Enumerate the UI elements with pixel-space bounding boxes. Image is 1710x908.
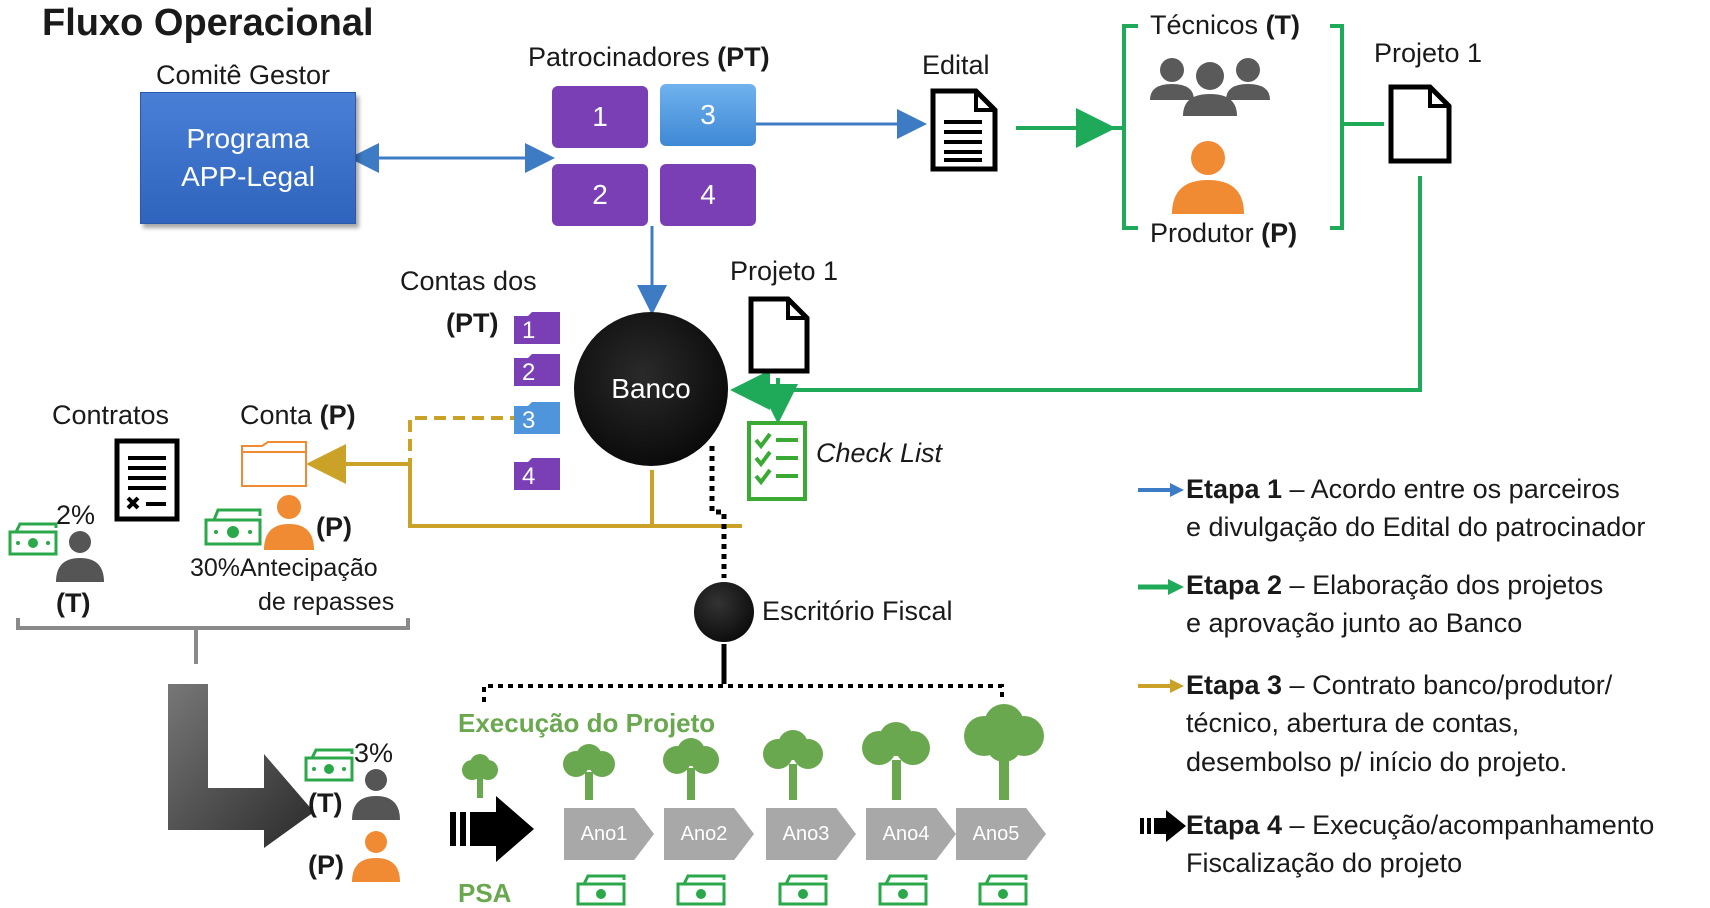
tree-icon-5 [964,704,1044,800]
produtor-label: Produtor (P) [1150,218,1298,248]
bracket-right [1330,24,1384,230]
tecnico-person-icon-left [56,531,104,582]
money-icon-left [8,522,58,556]
money-icon-bottom [304,748,354,782]
bracket-tecnicos-produtor [1108,24,1138,230]
tecnicos-label: Técnicos (T) [1150,10,1301,40]
folder-icon-1: 1 [514,312,560,344]
conta-p-label: Conta (P) [240,400,356,430]
produtor-person-icon-mid [264,495,314,550]
pct-t-left: 2% [56,500,96,530]
escritorio-fiscal-node [694,582,754,642]
banco-node: Banco [574,312,728,466]
tecnico-person-icon-bottom [352,769,400,820]
svg-text:1: 1 [522,317,535,344]
folder-icon-3: 3 [514,402,560,434]
execucao-label: Execução do Projeto [458,708,716,738]
programa-app-legal-box: Programa APP-Legal [140,92,356,224]
money-icon-mid [204,508,262,546]
produtor-person-icon [1172,141,1244,214]
contract-document-icon [114,438,180,522]
edital-label: Edital [922,50,990,80]
legend-etapa1: Etapa 1 – Acordo entre os parceiros e di… [1186,474,1646,543]
money-icon-ano5 [978,874,1028,906]
projeto-mid-label: Projeto 1 [730,256,839,286]
projeto-top-document-icon [1388,84,1452,164]
tree-icon-2 [663,738,719,800]
folder-icon-2: 2 [514,354,560,386]
produtor-person-icon-bottom [352,831,400,882]
svg-text:4: 4 [522,463,535,490]
programa-line2: APP-Legal [181,161,315,192]
edital-document-icon [930,88,998,172]
money-icon-ano1 [576,874,626,906]
contas-label: Contas dos [400,266,537,296]
tag-p-bottom: (P) [308,850,344,880]
svg-text:2: 2 [522,359,535,386]
legend-etapa3: Etapa 3 – Contrato banco/produtor/ técni… [1186,670,1613,777]
puzzle-piece-3: 3 [660,84,756,146]
tag-p-mid: (P) [316,512,352,542]
puzzle-piece-1: 1 [552,86,648,148]
arrow-projeto-banco [730,176,1422,410]
legend-etapa2: Etapa 2 – Elaboração dos projetos e apro… [1186,570,1604,639]
legend-etapa4: Etapa 4 – Execução/acompanhamento Fiscal… [1186,810,1655,879]
programa-line1: Programa [186,123,310,155]
tree-icon-4 [862,722,930,800]
contas-pt-tag: (PT) [446,308,499,338]
tree-icon-3 [763,730,823,800]
projeto-top-label: Projeto 1 [1374,38,1483,68]
dashed-conta-pt3 [408,416,514,470]
bracket-left-gray [16,618,410,664]
arrow-banco-conta [306,444,654,528]
tag-t-bottom: (T) [308,788,343,818]
legend-arrow-etapa1 [1138,483,1184,497]
ano3-step: Ano3 [766,808,856,860]
antecipacao-line2: de repasses [258,588,395,616]
tag-t-left: (T) [56,588,91,618]
psa-arrow-icon [450,796,534,862]
money-icon-ano2 [676,874,726,906]
tree-icon-0 [462,754,498,798]
money-icon-ano4 [878,874,928,906]
antecipacao-line1: 30%Antecipação [190,554,378,582]
patrocinadores-label: Patrocinadores (PT) [528,42,770,72]
svg-text:3: 3 [522,407,535,434]
conta-folder-icon [241,441,307,487]
patrocinadores-tag: (PT) [717,42,770,72]
ano1-step: Ano1 [564,808,654,860]
tecnicos-group-icon [1150,58,1270,116]
bottom-left-arrow-icon [168,684,314,848]
checklist-label: Check List [816,438,943,468]
legend-arrow-etapa4 [1140,810,1186,842]
psa-label: PSA [458,878,512,908]
legend-arrow-etapa3 [1138,679,1184,693]
ano5-step: Ano5 [956,808,1046,860]
ano4-step: Ano4 [866,808,956,860]
folder-icon-4: 4 [514,458,560,490]
comite-gestor-label: Comitê Gestor [156,60,331,90]
legend-arrow-etapa2 [1138,579,1184,595]
checklist-icon [747,421,807,501]
projeto-mid-document-icon [748,296,810,374]
escritorio-fiscal-label: Escritório Fiscal [762,596,953,626]
dotted-banco-fiscal [709,446,727,578]
tree-icon-1 [563,744,615,800]
dotted-execucao [482,684,1004,702]
pct-t-bottom: 3% [354,738,394,768]
money-icon-ano3 [778,874,828,906]
ano2-step: Ano2 [664,808,754,860]
contratos-label: Contratos [52,400,170,430]
puzzle-piece-2: 2 [552,164,648,226]
page-title: Fluxo Operacional [42,2,374,44]
puzzle-piece-4: 4 [660,164,756,226]
